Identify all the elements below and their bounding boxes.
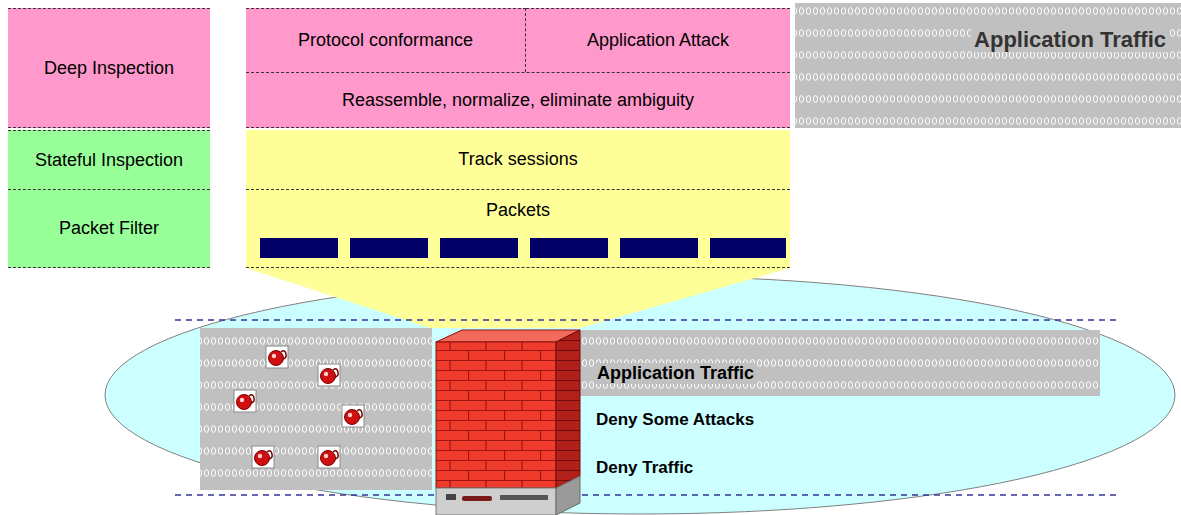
traffic-band: Application Traffic (580, 330, 1100, 396)
packet-block (620, 238, 698, 258)
function-box: Reassemble, normalize, eliminate ambigui… (246, 72, 790, 128)
zero-texture (580, 330, 1100, 396)
zero-texture (795, 3, 1181, 128)
zero-texture (200, 328, 432, 490)
function-box: Packets (246, 190, 790, 268)
attack-icon (252, 446, 274, 468)
traffic-panel: Application Traffic (795, 3, 1181, 128)
box-label: Application Traffic (971, 27, 1169, 52)
packet-block (710, 238, 786, 258)
traffic-panel (795, 3, 1181, 128)
attack-icon (266, 346, 288, 368)
box-label: Protocol conformance (298, 30, 473, 51)
firewall-base (436, 488, 556, 515)
box-label: Track sessions (458, 149, 577, 170)
box-label: Application Traffic (594, 363, 757, 384)
boundary-line (175, 319, 1120, 321)
action-label: Deny Some Attacks (596, 410, 754, 430)
box-label: Stateful Inspection (35, 150, 183, 171)
layer-box: Deep Inspection (8, 8, 210, 128)
function-box: Protocol conformance (246, 8, 526, 72)
boundary-line (175, 494, 1120, 496)
firewall (436, 330, 580, 515)
traffic-band (580, 330, 1100, 396)
box-label: Deep Inspection (44, 58, 174, 79)
attack-icon (342, 405, 364, 427)
attack-traffic-band (200, 328, 432, 490)
attack-icon (234, 390, 256, 412)
firewall-top (436, 330, 580, 342)
firewall-port (500, 495, 548, 500)
firewall-wall (436, 342, 556, 488)
layer-box: Packet Filter (8, 190, 210, 268)
packet-block (260, 238, 338, 258)
inspection-funnel (246, 130, 790, 328)
function-box: Track sessions (246, 130, 790, 190)
box-label: Reassemble, normalize, eliminate ambigui… (342, 90, 694, 111)
layer-box: Stateful Inspection (8, 130, 210, 190)
packet-block (440, 238, 518, 258)
network-ellipse (105, 276, 1175, 514)
function-box: Application Attack (526, 8, 790, 72)
firewall-base-side (556, 476, 580, 515)
attack-icon (318, 446, 340, 468)
firewall-port (446, 494, 456, 500)
box-label: Application Attack (587, 30, 729, 51)
box-label: Packets (486, 200, 550, 221)
firewall-side (556, 330, 580, 488)
packet-blocks (260, 238, 786, 258)
packet-block (530, 238, 608, 258)
firewall-led (462, 496, 492, 501)
attack-icon (318, 364, 340, 386)
box-label: Packet Filter (59, 218, 159, 239)
packet-block (350, 238, 428, 258)
action-label: Deny Traffic (596, 458, 693, 478)
